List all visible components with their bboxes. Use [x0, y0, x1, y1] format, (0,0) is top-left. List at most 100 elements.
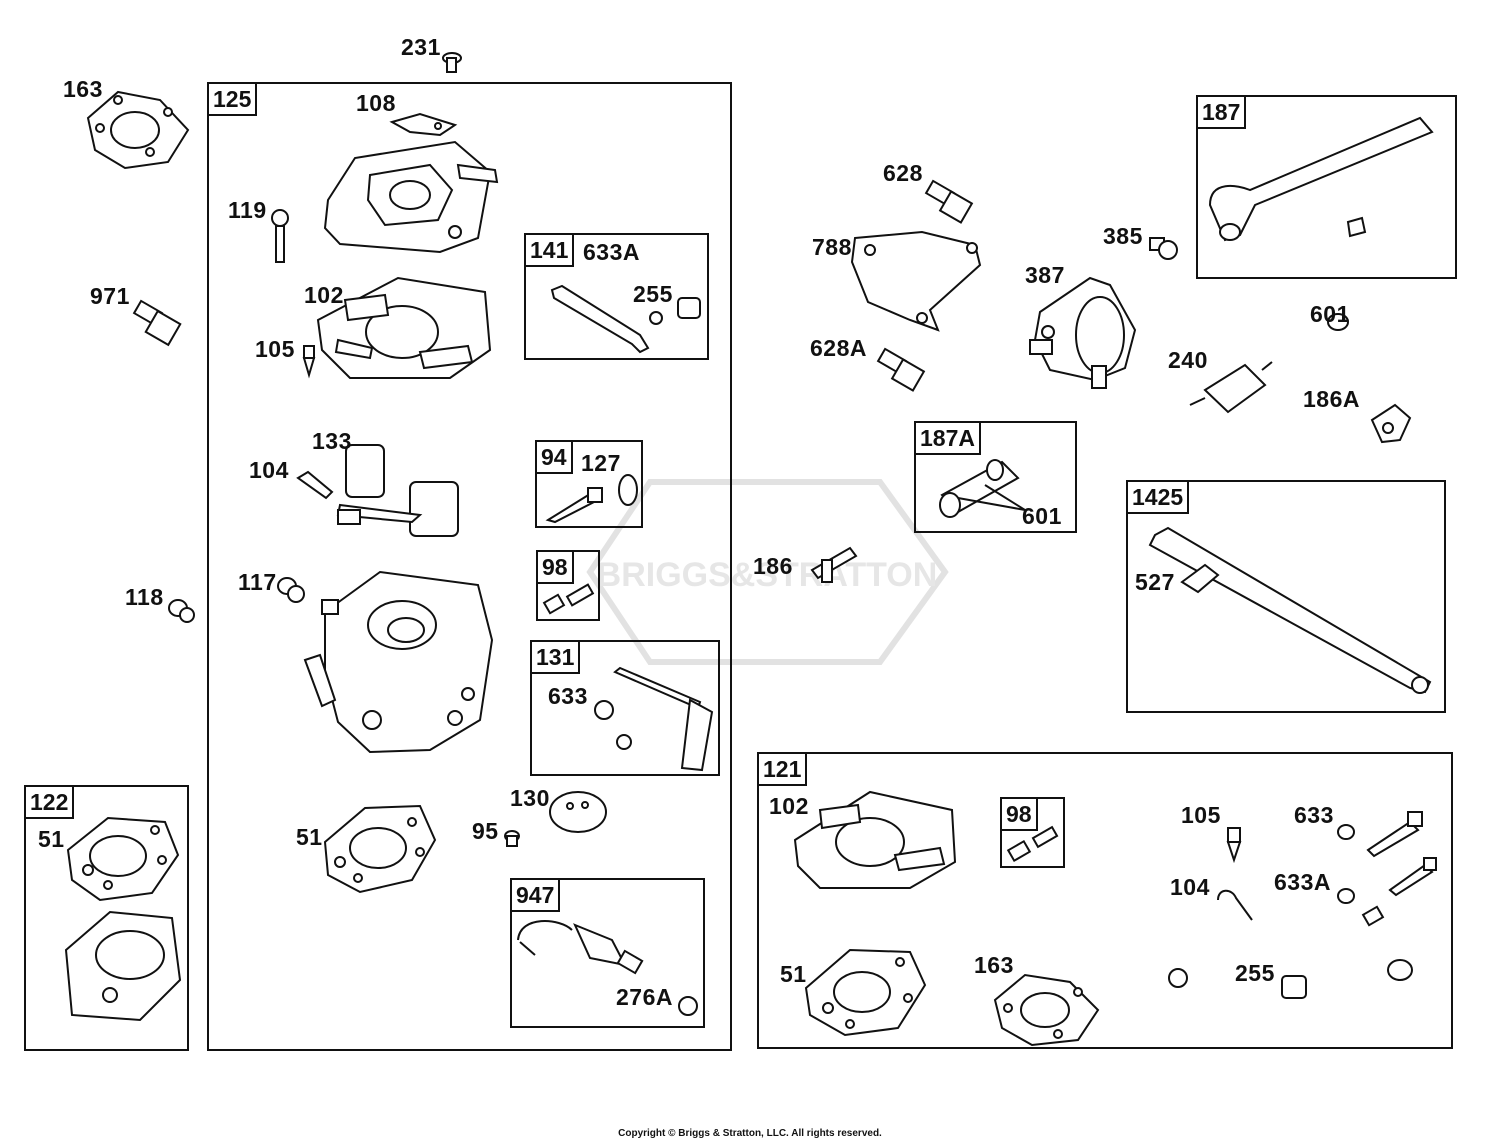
- kit-121-needle-icon: [1226, 827, 1242, 864]
- label-186: 186: [753, 553, 793, 579]
- part-788-bracket-icon: [850, 230, 982, 332]
- part-95-screw-icon: [504, 830, 520, 847]
- kit-121-gasket-51-icon: [804, 948, 927, 1037]
- kit-121-tag: 121: [757, 752, 808, 786]
- label-127: 127: [581, 450, 621, 476]
- kit-box-98-lower: 98: [1000, 797, 1065, 868]
- label-231: 231: [401, 34, 441, 60]
- label-601: 601: [1310, 301, 1350, 327]
- label-163: 163: [63, 76, 103, 102]
- kit-121-clamp-icon: [1387, 959, 1413, 981]
- kit-131-tag: 131: [530, 640, 581, 674]
- part-127-ring-icon: [618, 474, 638, 506]
- part-1425-tube-icon: [1148, 526, 1432, 694]
- kit-box-121: 121: [757, 752, 1453, 1049]
- kit-121-bushing-icon: [1281, 975, 1307, 999]
- label-119: 119: [228, 197, 267, 223]
- kit-141-tag: 141: [524, 233, 575, 267]
- kit-121-mixture-screw-icon: [1361, 811, 1437, 927]
- label-628: 628: [883, 160, 923, 186]
- label-95: 95: [472, 818, 499, 844]
- kit-box-122: 122: [24, 785, 189, 1051]
- label-108: 108: [356, 90, 396, 116]
- label-51-carb: 51: [296, 824, 323, 850]
- label-387: 387: [1025, 262, 1065, 288]
- label-104-kit-121: 104: [1170, 874, 1210, 900]
- part-628-bolt-icon: [924, 179, 974, 224]
- part-102-plate-icon: [316, 276, 492, 379]
- part-104-pin-icon: [296, 470, 334, 500]
- label-276a: 276A: [616, 984, 673, 1010]
- kit-121-spring-screw-icon: [1006, 825, 1059, 863]
- part-947-solenoid-icon: [517, 920, 698, 1016]
- label-186a: 186A: [1303, 386, 1360, 412]
- part-117-plug-icon: [277, 577, 305, 603]
- label-527: 527: [1135, 569, 1175, 595]
- kit-121-clip-icon: [1168, 968, 1188, 988]
- label-385: 385: [1103, 223, 1143, 249]
- kit-box-141: 141: [524, 233, 709, 360]
- label-51-kit-121: 51: [780, 961, 807, 987]
- part-51-gasket-icon: [323, 804, 437, 894]
- part-187a-hose-icon: [939, 459, 1026, 518]
- kit-187a-tag: 187A: [914, 421, 981, 455]
- kit-94-tag: 94: [535, 440, 573, 474]
- label-102: 102: [304, 282, 344, 308]
- label-633a: 633A: [583, 239, 640, 265]
- label-104: 104: [249, 457, 289, 483]
- kit-box-1425: 1425: [1126, 480, 1446, 713]
- label-633-kit-121: 633: [1294, 802, 1334, 828]
- label-117: 117: [238, 569, 277, 595]
- part-119-screw-icon: [271, 209, 289, 263]
- part-186-fitting-icon: [810, 546, 858, 583]
- kit-121-pin-icon: [1217, 889, 1253, 921]
- part-186a-valve-icon: [1370, 403, 1412, 444]
- kit-box-187a: 187A: [914, 421, 1077, 533]
- part-385-bolt-icon: [1149, 237, 1178, 260]
- watermark-text: BRIGGS&STRATTON: [597, 556, 938, 594]
- part-98-spring-icon: [542, 583, 595, 615]
- part-94-screw-icon: [545, 487, 603, 524]
- label-51-kit-122: 51: [38, 826, 65, 852]
- part-133-float-icon: [336, 444, 459, 537]
- label-788: 788: [812, 234, 852, 260]
- label-105: 105: [255, 336, 295, 362]
- kit-947-tag: 947: [510, 878, 561, 912]
- part-130-disc-icon: [549, 791, 607, 833]
- label-163-kit-121: 163: [974, 952, 1014, 978]
- kit-98-upper-tag: 98: [536, 550, 574, 584]
- part-240-fuel-filter-icon: [1189, 361, 1273, 414]
- part-971-bolt-icon: [132, 299, 182, 347]
- kit-121-plate-icon: [793, 790, 957, 889]
- label-118: 118: [125, 584, 164, 610]
- label-255: 255: [633, 281, 673, 307]
- part-105-needle-icon: [302, 345, 316, 379]
- part-122-spacer-icon: [64, 910, 182, 1022]
- label-633a-kit-121: 633A: [1274, 869, 1331, 895]
- part-601-clamp-icon: [1327, 313, 1349, 331]
- kit-box-125: 125: [207, 82, 732, 1051]
- part-187-hose-icon: [1208, 116, 1434, 242]
- kit-98-lower-tag: 98: [1000, 797, 1038, 831]
- copyright-notice: Copyright © Briggs & Stratton, LLC. All …: [618, 1128, 882, 1139]
- kit-box-94: 94: [535, 440, 643, 528]
- part-387-fuel-pump-icon: [1029, 276, 1137, 389]
- kit-box-98-upper: 98: [536, 550, 600, 621]
- label-102-kit-121: 102: [769, 793, 809, 819]
- part-122-gasket-icon: [66, 816, 180, 902]
- kit-box-131: 131: [530, 640, 720, 776]
- label-971: 971: [90, 283, 130, 309]
- kit-121-washer-icon: [1337, 824, 1355, 904]
- part-carburetor-cover-icon: [323, 140, 499, 254]
- label-240: 240: [1168, 347, 1208, 373]
- label-633: 633: [548, 683, 588, 709]
- kit-122-tag: 122: [24, 785, 75, 819]
- part-carburetor-body-icon: [303, 570, 494, 754]
- part-231-screw-icon: [442, 52, 462, 73]
- label-601-kit-187a: 601: [1022, 503, 1062, 529]
- part-527-clip-icon: [1180, 563, 1220, 594]
- part-108-gasket-icon: [389, 112, 458, 137]
